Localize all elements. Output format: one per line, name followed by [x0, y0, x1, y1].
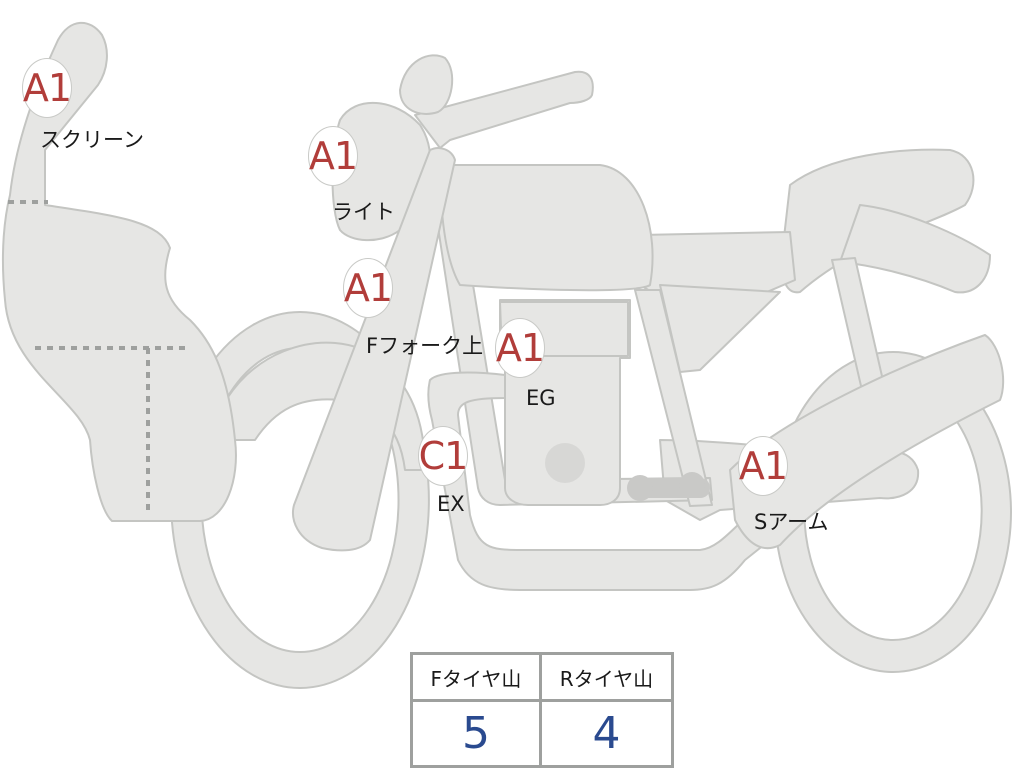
front-fork: [292, 147, 456, 552]
tire-tread-table: Fタイヤ山 Rタイヤ山 5 4: [410, 652, 675, 768]
screen-label: スクリーン: [40, 128, 144, 152]
frame-rear-tube: [634, 289, 713, 507]
fairing: [1, 21, 237, 522]
mirror: [399, 54, 454, 115]
front-fork-grade-badge: A1: [343, 258, 393, 318]
rear-frame: [659, 284, 781, 373]
engine-grade-badge: A1: [495, 318, 545, 378]
swing-arm-grade-badge: A1: [738, 436, 788, 496]
tail-cowl: [839, 204, 991, 294]
swing-arm-label: Sアーム: [754, 510, 829, 534]
fuel-tank: [439, 164, 654, 292]
front-tire-tread-header: Fタイヤ山: [410, 652, 542, 702]
rear-tire-tread-header: Rタイヤ山: [538, 652, 675, 702]
exhaust-grade-badge: C1: [418, 426, 468, 486]
rear-tire-tread-value: 4: [538, 699, 675, 768]
handlebar: [414, 70, 594, 149]
light-grade-badge: A1: [308, 126, 358, 186]
engine-cover: [545, 443, 585, 483]
light-label: ライト: [332, 200, 395, 224]
tread-table-value-row: 5 4: [410, 699, 675, 768]
screen-grade-badge: A1: [22, 58, 72, 118]
exhaust-label: EX: [437, 492, 465, 516]
tread-table-header-row: Fタイヤ山 Rタイヤ山: [410, 652, 675, 702]
front-tire-tread-value: 5: [410, 699, 542, 768]
muffler: [729, 334, 1005, 550]
front-fork-label: Fフォーク上: [366, 334, 484, 358]
engine-label: EG: [526, 386, 556, 410]
